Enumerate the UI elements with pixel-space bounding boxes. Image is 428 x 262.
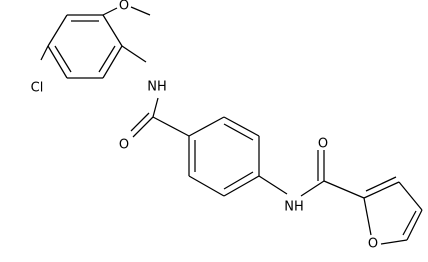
- bond-a5-a6: [47, 45, 68, 79]
- bond-layer: [40, 6, 423, 245]
- atom-label-o-furan: O: [368, 237, 378, 252]
- atom-label-nh-amide2: NH: [284, 200, 304, 215]
- bond-f3-f4: [406, 209, 423, 241]
- bond-f4-of: [380, 239, 408, 245]
- bond-f1-f2: [363, 181, 400, 199]
- bond-a3-n1: [121, 45, 147, 63]
- bond-b2-b3: [223, 116, 260, 137]
- atom-label-layer: O Cl NH O NH O O: [31, 0, 378, 252]
- atom-label-o-carbonyl2: O: [318, 137, 328, 152]
- bond-c1-b1: [152, 116, 190, 137]
- bond-b5-b6: [188, 175, 225, 197]
- bond-b2-b3-inner: [223, 123, 254, 141]
- atom-label-o-carbonyl1: O: [119, 138, 129, 153]
- bond-c2-f1: [323, 180, 365, 199]
- atom-label-cl: Cl: [31, 81, 44, 96]
- bond-b4-b5: [223, 175, 260, 197]
- bond-f2-f3: [398, 181, 423, 211]
- bond-f1-f2-double: [365, 176, 397, 192]
- bond-a3-a4: [102, 45, 123, 79]
- atom-label-o-methoxy: O: [119, 0, 129, 14]
- atom-label-nh-amide1: NH: [147, 80, 167, 95]
- bond-of-f1: [363, 197, 372, 236]
- bond-b1-b2: [188, 116, 225, 137]
- bond-a5-a6-inner: [54, 45, 72, 73]
- bond-c1-o1-double: [130, 112, 150, 132]
- bond-a6-cl: [40, 45, 49, 61]
- bond-c1-o1: [132, 116, 154, 138]
- bond-a2-o-methoxy: [102, 7, 118, 16]
- bond-a3-a4-inner: [98, 45, 116, 73]
- bond-o-methyl: [130, 6, 151, 16]
- bond-b4-n2: [258, 175, 288, 195]
- bond-a2-a3: [102, 14, 123, 47]
- bond-a6-a1: [47, 14, 68, 47]
- bond-b4-b5-inner: [223, 171, 254, 190]
- bond-f3-f4-double: [402, 210, 417, 236]
- bond-n2-c2: [300, 180, 325, 197]
- bond-n1-c1: [152, 97, 159, 118]
